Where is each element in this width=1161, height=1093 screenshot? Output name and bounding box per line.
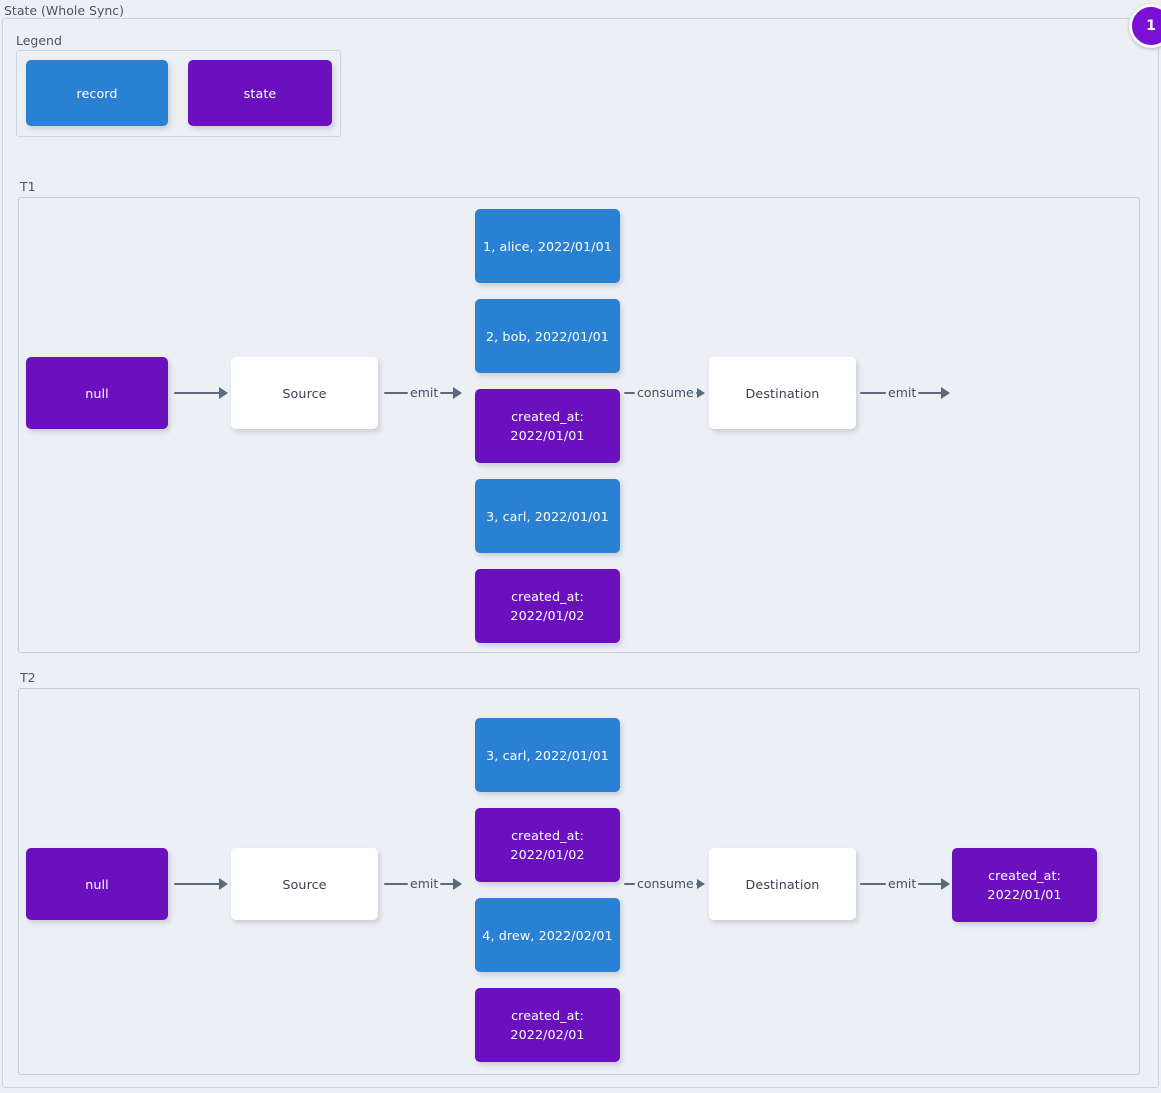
t1-arrow-source-emit-label: emit — [410, 385, 439, 400]
t1-emitted-state-2: created_at: 2022/01/02 — [475, 569, 620, 643]
arrow-line — [440, 391, 455, 395]
arrow-line — [384, 391, 408, 395]
arrow-line — [174, 391, 220, 395]
arrow-line — [860, 391, 886, 395]
arrow-head-icon — [696, 879, 705, 889]
arrow-line — [624, 882, 635, 886]
t1-arrow-destination-consume: consume — [624, 384, 705, 402]
t2-emitted-record-2: 4, drew, 2022/02/01 — [475, 898, 620, 972]
t2-arrow-source-emit: emit — [384, 875, 463, 893]
arrow-head-icon — [696, 388, 705, 398]
t2-arrow-destination-emit: emit — [860, 875, 951, 893]
arrow-line — [624, 391, 635, 395]
t2-destination-node: Destination — [709, 848, 856, 920]
arrow-line — [384, 882, 408, 886]
t2-emitted-record-1: 3, carl, 2022/01/01 — [475, 718, 620, 792]
t2-emitted-state-2: created_at: 2022/02/01 — [475, 988, 620, 1062]
arrow-line — [860, 882, 886, 886]
t1-emitted-record-3: 3, carl, 2022/01/01 — [475, 479, 620, 553]
arrow-head-icon — [219, 878, 228, 890]
t1-arrow-destination-consume-label: consume — [637, 385, 694, 400]
arrow-head-icon — [453, 387, 463, 399]
t2-arrow-state-to-source — [174, 875, 228, 893]
t1-source-node: Source — [231, 357, 378, 429]
section-t1-label: T1 — [20, 179, 36, 194]
t1-emitted-state-1: created_at: 2022/01/01 — [475, 389, 620, 463]
arrow-head-icon — [453, 878, 463, 890]
t2-arrow-destination-consume-label: consume — [637, 876, 694, 891]
t1-initial-state-node: null — [26, 357, 168, 429]
t2-arrow-source-emit-label: emit — [410, 876, 439, 891]
legend-swatch-record: record — [26, 60, 168, 126]
t2-emitted-state-1: created_at: 2022/01/02 — [475, 808, 620, 882]
t1-arrow-destination-emit-label: emit — [888, 385, 917, 400]
arrow-head-icon — [219, 387, 228, 399]
t1-emitted-record-2: 2, bob, 2022/01/01 — [475, 299, 620, 373]
t2-arrow-destination-consume: consume — [624, 875, 705, 893]
page-title: State (Whole Sync) — [4, 3, 125, 18]
section-t2-label: T2 — [20, 670, 36, 685]
t1-emitted-record-1: 1, alice, 2022/01/01 — [475, 209, 620, 283]
t2-output-state-node: created_at: 2022/01/01 — [952, 848, 1097, 922]
arrow-line — [918, 882, 943, 886]
arrow-line — [918, 391, 943, 395]
t1-arrow-destination-emit: emit — [860, 384, 951, 402]
legend-label: Legend — [16, 33, 62, 48]
arrow-line — [440, 882, 455, 886]
arrow-head-icon — [941, 387, 951, 399]
t1-destination-node: Destination — [709, 357, 856, 429]
t1-arrow-source-emit: emit — [384, 384, 463, 402]
t2-arrow-destination-emit-label: emit — [888, 876, 917, 891]
step-badge: 1 — [1129, 4, 1161, 48]
legend-swatch-state: state — [188, 60, 332, 126]
arrow-head-icon — [941, 878, 951, 890]
t2-source-node: Source — [231, 848, 378, 920]
t2-initial-state-node: null — [26, 848, 168, 920]
t1-arrow-state-to-source — [174, 384, 228, 402]
arrow-line — [174, 882, 220, 886]
